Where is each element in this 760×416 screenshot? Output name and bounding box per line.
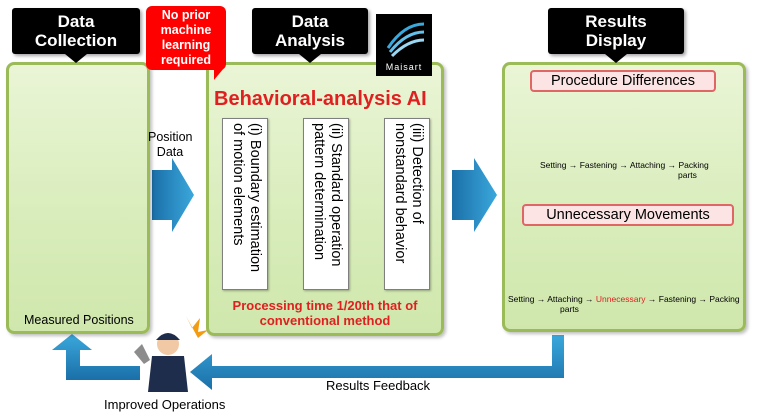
procedure-sequence: Setting → Fastening → Attaching → Packin…: [540, 160, 709, 170]
step-box-2: (ii) Standard operation pattern determin…: [303, 118, 349, 290]
return-arrow-up: [52, 334, 140, 380]
maisart-logo: Maisart: [376, 14, 432, 76]
callout-tail: [214, 60, 224, 80]
data-collection-panel: [6, 62, 150, 334]
results-feedback-label: Results Feedback: [326, 378, 431, 393]
maisart-swoosh-icon: [386, 22, 425, 58]
feedback-arrow: [190, 335, 564, 390]
results-display-panel: [502, 62, 746, 332]
improved-operations-label: Improved Operations: [104, 397, 226, 412]
flow-arrow-collection-to-analysis: [152, 158, 194, 232]
behavioral-analysis-ai-title: Behavioral-analysis AI: [214, 88, 427, 110]
no-ml-required-callout: No prior machine learning required: [146, 6, 226, 70]
improved-worker: [134, 316, 208, 392]
step-3-text: (iii) Detection of nonstandard behavior: [392, 123, 425, 264]
step-box-3: (iii) Detection of nonstandard behavior: [384, 118, 430, 290]
position-data-label: Position Data: [148, 130, 193, 159]
step-box-1: (i) Boundary estimation of motion elemen…: [222, 118, 268, 290]
header-data-analysis: Data Analysis: [252, 8, 368, 54]
header-results-display: Results Display: [548, 8, 684, 54]
unnecessary-sequence-parts: parts: [560, 304, 579, 314]
procedure-sequence-parts: parts: [678, 170, 697, 180]
header-data-collection: Data Collection: [12, 8, 140, 54]
unnecessary-movements-header: Unnecessary Movements: [522, 204, 734, 226]
unnecessary-sequence: Setting → Attaching → Unnecessary → Fast…: [508, 294, 740, 304]
step-2-text: (ii) Standard operation pattern determin…: [311, 123, 344, 267]
measured-positions-label: Measured Positions: [24, 313, 134, 327]
procedure-differences-header: Procedure Differences: [530, 70, 716, 92]
step-1-text: (i) Boundary estimation of motion elemen…: [230, 123, 263, 273]
flow-arrow-analysis-to-results: [452, 158, 497, 232]
processing-time-note: Processing time 1/20th that of conventio…: [232, 298, 418, 328]
maisart-logo-text: Maisart: [385, 62, 423, 72]
spark-icon: [186, 316, 208, 338]
